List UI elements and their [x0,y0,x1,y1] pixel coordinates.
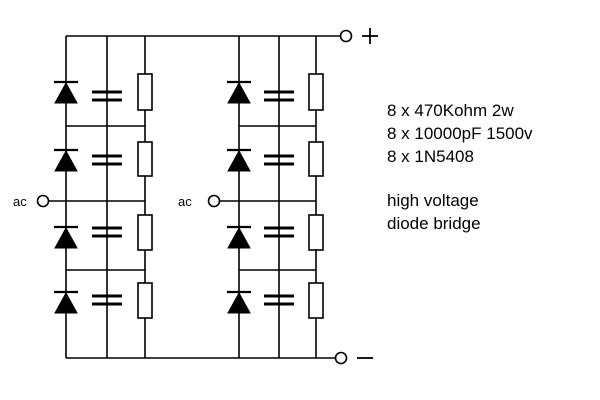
capacitor-icon [264,226,294,238]
capacitor-icon [264,294,294,306]
positive-symbol-icon [362,28,378,44]
diode-icon [54,290,78,314]
caption-line: high voltage [387,191,479,210]
notes-spacer [387,168,533,189]
ac-right-label: ac [178,194,192,209]
diode-body [54,226,78,249]
capacitor-icon [92,90,122,102]
parts-list-item: 8 x 1N5408 [387,147,474,166]
diode-icon [227,290,251,314]
parts-list-item: 8 x 470Kohm 2w [387,101,514,120]
diode-body [227,291,251,314]
resistor-icon [308,73,324,111]
resistor-icon [137,282,153,319]
diode-icon [54,225,78,249]
diode-icon [227,225,251,249]
resistor-icon [137,214,153,251]
capacitor-icon [264,90,294,102]
diode-body [227,226,251,249]
resistor-icon [308,214,324,251]
resistor-icon [308,141,324,177]
diode-body [227,149,251,172]
diode-icon [227,80,251,104]
components [54,73,324,319]
capacitor-icon [92,154,122,166]
caption-line: diode bridge [387,214,481,233]
wiring [48,35,340,359]
diode-body [54,149,78,172]
ac-left-terminal [36,194,50,208]
resistor-icon [137,73,153,111]
ac-right-terminal [207,194,221,208]
parts-list-item: 8 x 10000pF 1500v [387,124,533,143]
diode-icon [227,148,251,172]
negative-terminal [334,351,348,365]
notes-panel: 8 x 470Kohm 2w 8 x 10000pF 1500v 8 x 1N5… [387,99,533,235]
ac-left-label: ac [13,194,27,209]
diode-body [54,81,78,104]
diode-body [227,81,251,104]
capacitor-icon [264,154,294,166]
resistor-icon [137,141,153,177]
positive-terminal [339,29,353,43]
capacitor-icon [92,294,122,306]
diode-icon [54,80,78,104]
resistor-icon [308,282,324,319]
diode-icon [54,148,78,172]
diode-body [54,291,78,314]
capacitor-icon [92,226,122,238]
